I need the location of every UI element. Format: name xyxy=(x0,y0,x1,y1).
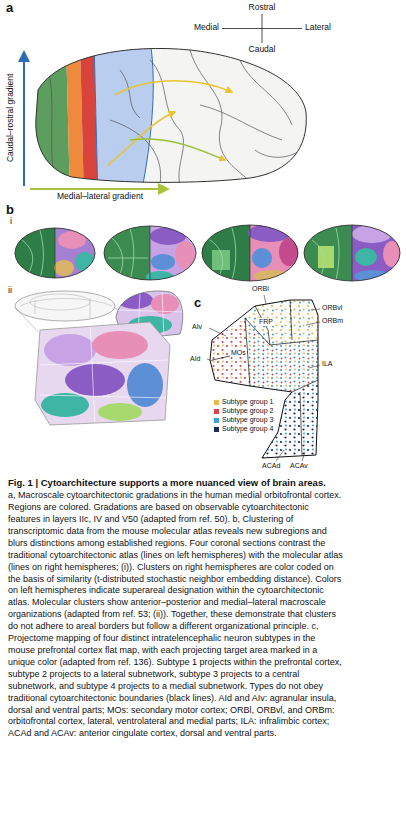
direction-label: Caudal xyxy=(249,45,276,55)
3d-brain-views xyxy=(15,286,186,428)
figure-caption: a, Macroscale cytoarchitectonic gradatio… xyxy=(8,490,343,740)
panel-letter: b xyxy=(6,203,14,218)
legend-label: Subtype group 3 xyxy=(222,416,273,424)
legend-swatch xyxy=(214,418,219,423)
axis-label: Caudal–rostral gradient xyxy=(6,74,16,162)
gradient-arrow xyxy=(23,52,25,186)
gradient-arrow xyxy=(30,188,168,190)
area-label: FRP xyxy=(258,318,274,326)
direction-label: Medial xyxy=(194,23,219,33)
legend-label: Subtype group 4 xyxy=(222,425,273,433)
flat-map xyxy=(207,295,320,461)
area-label: MOs xyxy=(230,349,247,357)
area-label: ORBvl xyxy=(322,304,342,312)
legend-swatch xyxy=(214,400,219,405)
legend-label: Subtype group 2 xyxy=(222,407,273,415)
caption-block: Fig. 1 | Cytoarchitecture supports a mor… xyxy=(8,477,343,740)
subpanel-label: ii xyxy=(8,285,12,295)
legend-swatch xyxy=(214,427,219,432)
panel-letter: a xyxy=(6,1,13,16)
figure-illustration xyxy=(0,0,406,480)
axis-label: Medial–lateral gradient xyxy=(57,192,143,202)
direction-label: Lateral xyxy=(305,23,331,33)
coronal-sections xyxy=(14,224,401,283)
area-label: ORBm xyxy=(322,317,343,325)
legend-swatch xyxy=(214,409,219,414)
subpanel-label: i xyxy=(10,216,12,226)
direction-label: Rostral xyxy=(249,3,276,13)
brain-drawing xyxy=(30,40,306,200)
area-label: ORBl xyxy=(252,285,269,293)
area-label: ILA xyxy=(322,360,333,368)
area-label: ACAd xyxy=(262,462,280,470)
compass xyxy=(222,14,302,43)
area-label: ACAv xyxy=(290,462,308,470)
area-label: AIv xyxy=(192,323,202,331)
panel-letter: c xyxy=(194,296,201,311)
legend-label: Subtype group 1 xyxy=(222,398,273,406)
area-label: AId xyxy=(190,355,201,363)
figure-title: Fig. 1 | Cytoarchitecture supports a mor… xyxy=(8,477,343,489)
